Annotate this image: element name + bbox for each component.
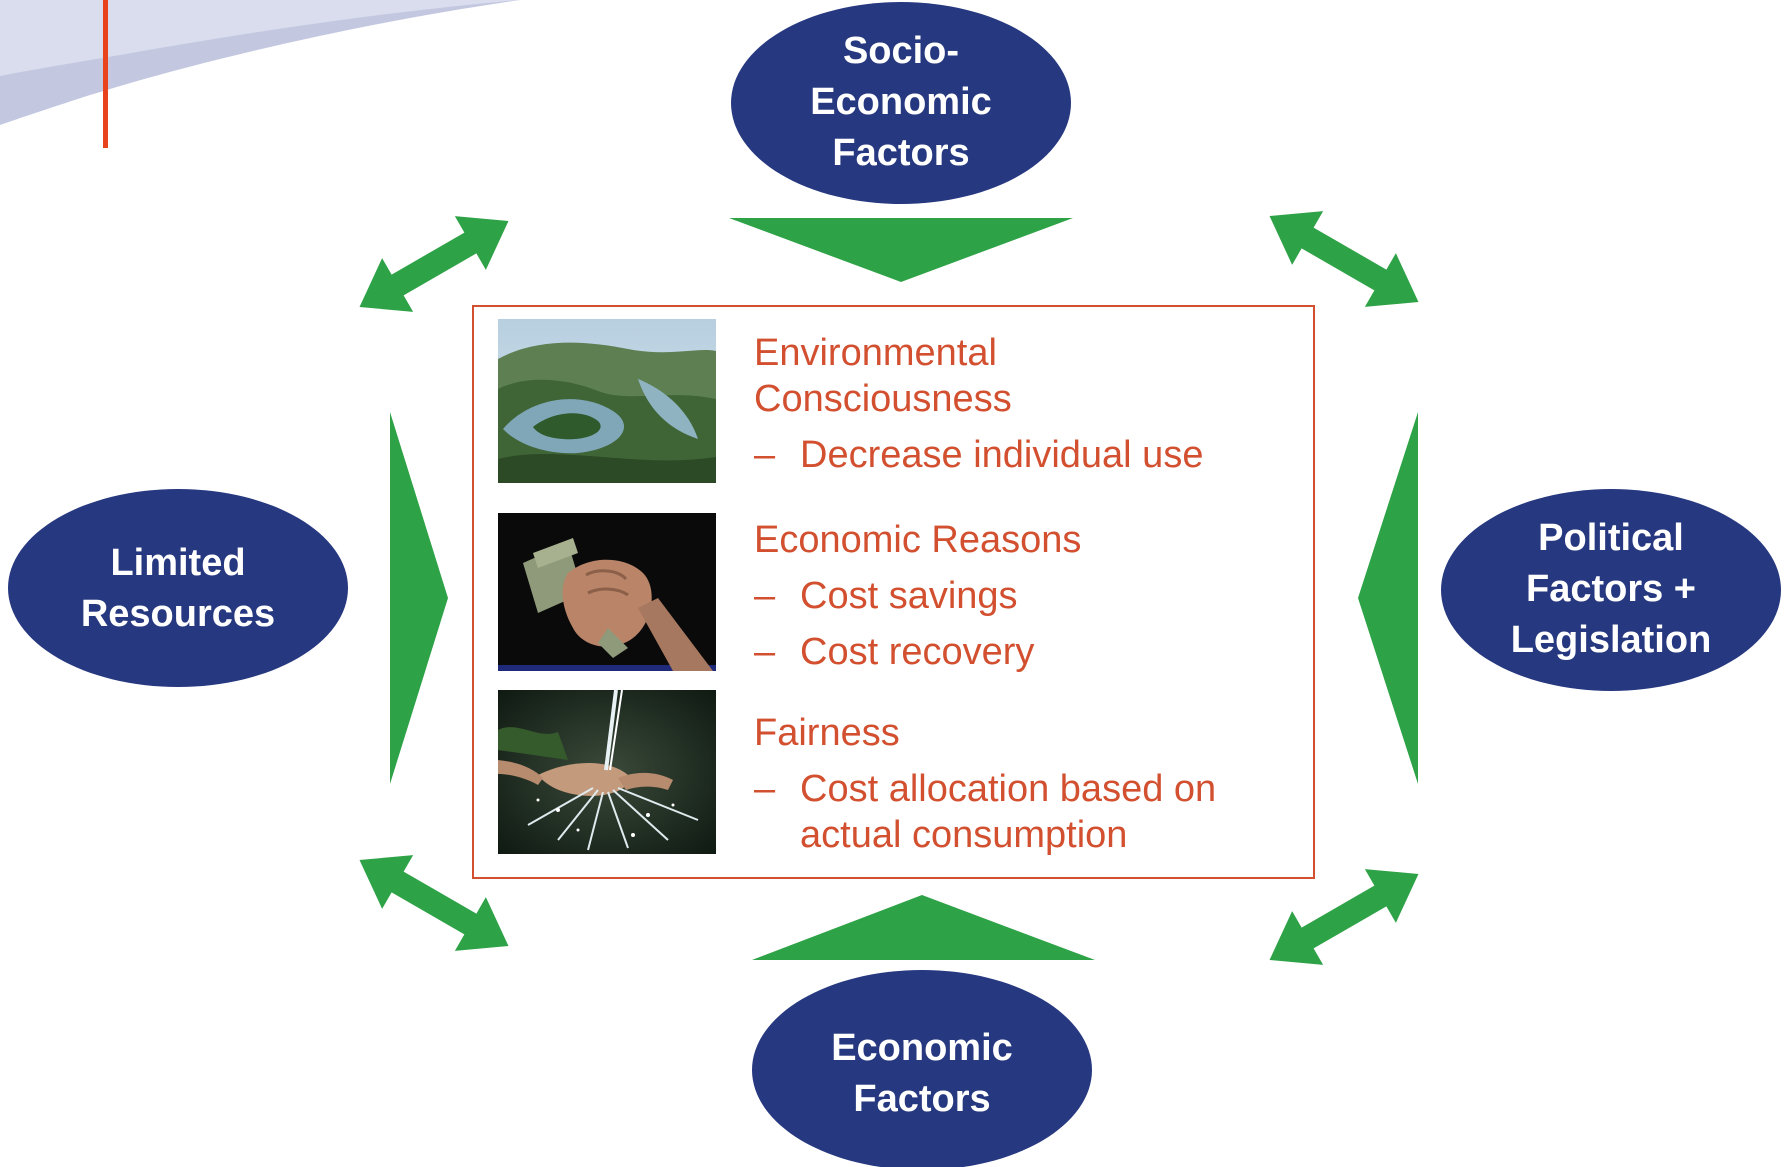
triangle-arrow-top (729, 218, 1073, 282)
bullet-text: Cost recovery (800, 631, 1035, 673)
node-label-line: Factors (853, 1078, 991, 1120)
bullet-text-line: actual consumption (800, 814, 1128, 856)
environmental-block: Environmental Consciousness – Decrease i… (754, 330, 1203, 478)
environmental-heading-line: Consciousness (754, 378, 1012, 420)
bullet-dash: – (754, 631, 776, 673)
bullet-dash: – (754, 434, 776, 476)
decor-swoosh-light (0, 0, 520, 76)
red-accent-line (103, 0, 108, 148)
economic-reasons-block: Economic Reasons – Cost savings – Cost r… (754, 517, 1081, 675)
economic-reasons-heading: Economic Reasons (754, 519, 1082, 561)
node-economic-label: Economic Factors (772, 1023, 1072, 1125)
bullet-dash: – (754, 575, 776, 617)
fairness-heading: Fairness (754, 712, 900, 754)
node-label-line: Political (1538, 517, 1684, 559)
node-label-line: Economic (810, 81, 992, 123)
bullet-item: – Cost savings (754, 573, 1081, 619)
bullet-item: – Cost recovery (754, 629, 1081, 675)
node-label-line: Factors (832, 132, 970, 174)
ellipse-economic (752, 970, 1092, 1167)
center-content-box: Environmental Consciousness – Decrease i… (472, 305, 1315, 879)
node-label-line: Economic (831, 1027, 1013, 1069)
bullet-text: Cost savings (800, 575, 1018, 617)
node-label-line: Socio- (842, 30, 960, 72)
bullet-item: – Cost allocation based on actual consum… (754, 766, 1216, 858)
ellipse-political (1441, 489, 1781, 691)
fairness-block: Fairness – Cost allocation based on actu… (754, 710, 1216, 858)
node-label-line: Factors + (1525, 568, 1697, 610)
double-arrow-top-left (359, 216, 509, 312)
node-label-line: Legislation (1510, 619, 1712, 661)
bullet-text: Decrease individual use (800, 434, 1204, 476)
node-label-line: Limited (110, 542, 246, 584)
environmental-heading-line: Environmental (754, 332, 997, 374)
bullet-dash: – (754, 768, 776, 810)
triangle-arrow-bottom (752, 895, 1095, 960)
river-valley-photo (498, 319, 716, 483)
double-arrow-top-right (1269, 211, 1419, 307)
fist-with-money-photo (498, 513, 716, 671)
triangle-arrow-left (390, 412, 448, 784)
hands-water-photo (498, 690, 716, 854)
node-socio-economic-label: Socio- Economic Factors (751, 26, 1051, 179)
ellipse-socio-economic (731, 2, 1071, 204)
double-arrow-bottom-left (359, 855, 509, 951)
triangle-arrow-right (1358, 412, 1418, 784)
bullet-text-line: Cost allocation based on (800, 768, 1217, 810)
node-label-line: Resources (80, 593, 276, 635)
double-arrow-bottom-right (1269, 869, 1419, 965)
bullet-item: – Decrease individual use (754, 432, 1203, 478)
ellipse-limited-resources (8, 489, 348, 687)
node-limited-resources-label: Limited Resources (28, 538, 328, 640)
node-political-label: Political Factors + Legislation (1461, 513, 1761, 666)
